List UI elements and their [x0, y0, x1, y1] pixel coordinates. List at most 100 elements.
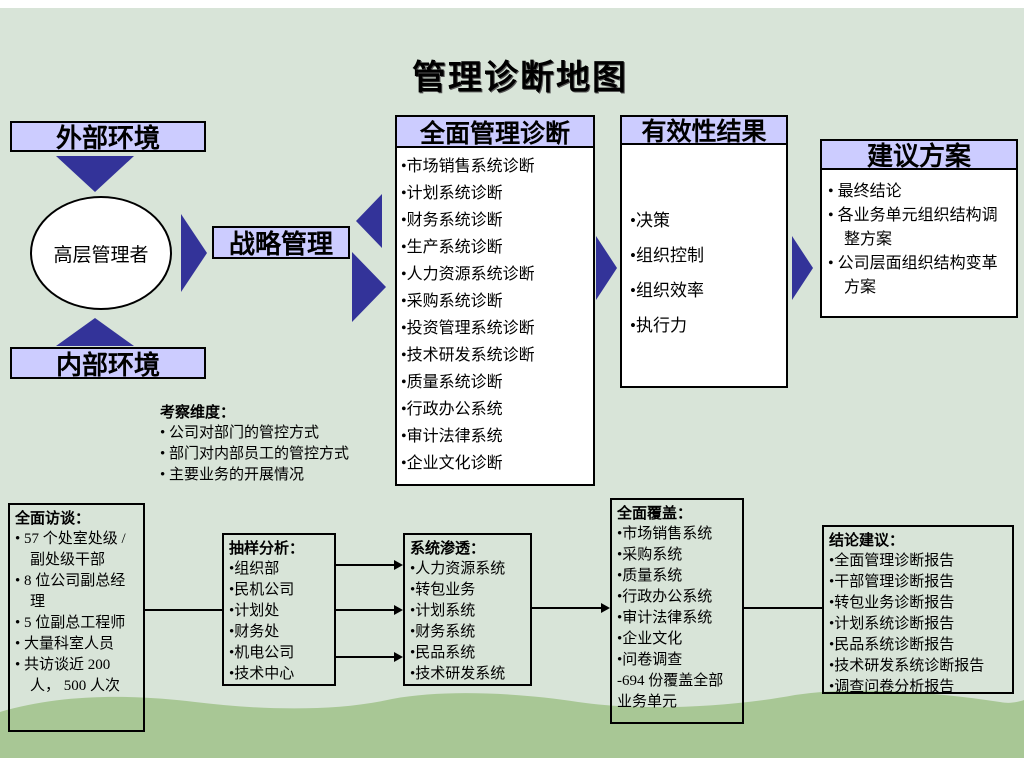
list-item: •组织控制 — [630, 246, 704, 265]
connector-line — [532, 607, 601, 609]
connector-line — [336, 609, 394, 611]
list-item: •投资管理系统诊断 — [401, 320, 535, 337]
conclusions-list: •全面管理诊断报告 •干部管理诊断报告 •转包业务诊断报告 •计划系统诊断报告 •民品系… — [829, 551, 1007, 698]
coverage-title: 全面覆盖： — [617, 505, 693, 522]
list-item: •技术中心 — [229, 666, 295, 682]
list-item: •审计法律系统 — [617, 610, 713, 626]
connector-line — [336, 656, 394, 658]
page-title: 管理诊断地图 — [412, 59, 628, 97]
proposal-header: 建议方案 — [820, 139, 1018, 171]
list-item: • 主要业务的开展情况 — [160, 467, 305, 483]
list-item: • 公司对部门的管控方式 — [160, 425, 320, 441]
effectiveness-header: 有效性结果 — [620, 115, 788, 146]
list-item: • 共访谈近 200 人， 500 人次 — [15, 657, 121, 694]
list-item: •干部管理诊断报告 — [829, 574, 955, 590]
list-item: •转包业务 — [410, 582, 476, 598]
list-item: •技术研发系统诊断 — [401, 347, 535, 364]
list-item: •民机公司 — [229, 582, 295, 598]
list-item: •行政办公系统 — [617, 589, 713, 605]
list-item: •人力资源系统 — [410, 561, 506, 577]
list-item: •转包业务诊断报告 — [829, 595, 955, 611]
arrowhead-right-icon — [601, 603, 610, 613]
list-item: •民品系统 — [410, 645, 476, 661]
inspection-dimensions-note: 考察维度： • 公司对部门的管控方式• 部门对内部员工的管控方式• 主要业务的开… — [160, 402, 420, 486]
arrowhead-right-icon — [394, 652, 403, 662]
penetration-box: 系统渗透： •人力资源系统 •转包业务 •计划系统 •财务系统 •民品系统 •技术研发系统 — [403, 533, 532, 686]
list-item: • 大量科室人员 — [15, 636, 115, 652]
list-item: •企业文化诊断 — [401, 455, 503, 472]
arrow-right-icon — [181, 214, 207, 292]
connector-line — [336, 564, 394, 566]
list-item: •企业文化 — [617, 631, 683, 647]
connector-line — [744, 607, 822, 609]
wave-decoration — [0, 690, 1024, 758]
list-item: •问卷调查 — [617, 652, 683, 668]
connector-line — [145, 609, 222, 611]
list-item: •财务处 — [229, 624, 280, 640]
penetration-list: •人力资源系统 •转包业务 •计划系统 •财务系统 •民品系统 •技术研发系统 — [410, 559, 525, 685]
coverage-box: 全面覆盖： •市场销售系统 •采购系统 •质量系统 •行政办公系统 •审计法律系统 •企业… — [610, 498, 744, 724]
list-item: •审计法律系统 — [401, 428, 503, 445]
strategy-management-box: 战略管理 — [212, 226, 350, 259]
arrow-down-icon — [56, 156, 134, 192]
list-item: •执行力 — [630, 316, 687, 335]
list-item: •行政办公系统 — [401, 401, 503, 418]
list-item: • 部门对内部员工的管控方式 — [160, 446, 350, 462]
list-item: • 57 个处室处级 / 副处级干部 — [15, 531, 126, 568]
penetration-title: 系统渗透： — [410, 540, 486, 557]
list-item: •市场销售系统 — [617, 526, 713, 542]
list-item: • 8 位公司副总经理 — [15, 573, 126, 610]
list-item: •采购系统 — [617, 547, 683, 563]
arrow-right-icon — [792, 236, 813, 300]
sampling-box: 抽样分析： •组织部 •民机公司 •计划处 •财务处 •机电公司 •技术中心 — [222, 533, 336, 686]
list-item: •全面管理诊断报告 — [829, 553, 955, 569]
list-item: •计划系统 — [410, 603, 476, 619]
list-item: • 最终结论 — [828, 183, 902, 200]
proposal-list: • 最终结论 • 各业务单元组织结构调整方案 • 公司层面组织结构变革方案 — [828, 180, 1010, 300]
sampling-list: •组织部 •民机公司 •计划处 •财务处 •机电公司 •技术中心 — [229, 559, 329, 685]
diagnosis-list: •市场销售系统诊断 •计划系统诊断 •财务系统诊断 •生产系统诊断 •人力资源系统诊断 •… — [401, 153, 589, 477]
list-item: •生产系统诊断 — [401, 239, 503, 256]
coverage-list: •市场销售系统 •采购系统 •质量系统 •行政办公系统 •审计法律系统 •企业文化 •问卷调… — [617, 524, 737, 671]
list-item: • 各业务单元组织结构调整方案 — [828, 207, 998, 248]
coverage-note: -694 份覆盖全部业务单元 — [617, 673, 724, 710]
sampling-title: 抽样分析： — [229, 540, 305, 557]
interviews-title: 全面访谈： — [15, 510, 91, 527]
list-item: •决策 — [630, 211, 670, 230]
list-item: •计划处 — [229, 603, 280, 619]
list-item: •财务系统诊断 — [401, 212, 503, 229]
arrow-right-icon — [352, 252, 386, 322]
arrow-left-icon — [356, 194, 382, 248]
diagnosis-header: 全面管理诊断 — [395, 115, 595, 148]
arrow-up-icon — [56, 318, 134, 346]
interviews-list: • 57 个处室处级 / 副处级干部 • 8 位公司副总经理 • 5 位副总工程师 •… — [15, 529, 138, 697]
conclusions-box: 结论建议： •全面管理诊断报告 •干部管理诊断报告 •转包业务诊断报告 •计划系统诊断… — [822, 525, 1014, 695]
list-item: •计划系统诊断 — [401, 185, 503, 202]
arrowhead-right-icon — [394, 560, 403, 570]
list-item: •人力资源系统诊断 — [401, 266, 535, 283]
list-item: • 公司层面组织结构变革方案 — [828, 255, 998, 296]
inspection-dimensions-list: • 公司对部门的管控方式 • 部门对内部员工的管控方式 • 主要业务的开展情况 — [160, 423, 420, 486]
list-item: •采购系统诊断 — [401, 293, 503, 310]
list-item: •市场销售系统诊断 — [401, 158, 535, 175]
list-item: •质量系统 — [617, 568, 683, 584]
effectiveness-list: •决策 •组织控制 •组织效率 •执行力 — [630, 203, 778, 343]
list-item: •技术研发系统 — [410, 666, 506, 682]
arrowhead-right-icon — [394, 605, 403, 615]
list-item: •民品系统诊断报告 — [829, 637, 955, 653]
conclusions-title: 结论建议： — [829, 532, 905, 549]
top-manager-circle: 高层管理者 — [30, 196, 172, 310]
arrow-right-icon — [596, 236, 617, 300]
interviews-box: 全面访谈： • 57 个处室处级 / 副处级干部 • 8 位公司副总经理 • 5 位… — [8, 503, 145, 732]
external-environment-box: 外部环境 — [10, 121, 206, 153]
list-item: • 5 位副总工程师 — [15, 615, 126, 631]
list-item: •质量系统诊断 — [401, 374, 503, 391]
list-item: •技术研发系统诊断报告 — [829, 658, 985, 674]
list-item: •财务系统 — [410, 624, 476, 640]
list-item: •调查问卷分析报告 — [829, 679, 955, 695]
internal-environment-box: 内部环境 — [10, 347, 206, 380]
list-item: •组织效率 — [630, 281, 704, 300]
list-item: •机电公司 — [229, 645, 295, 661]
list-item: •组织部 — [229, 561, 280, 577]
list-item: •计划系统诊断报告 — [829, 616, 955, 632]
